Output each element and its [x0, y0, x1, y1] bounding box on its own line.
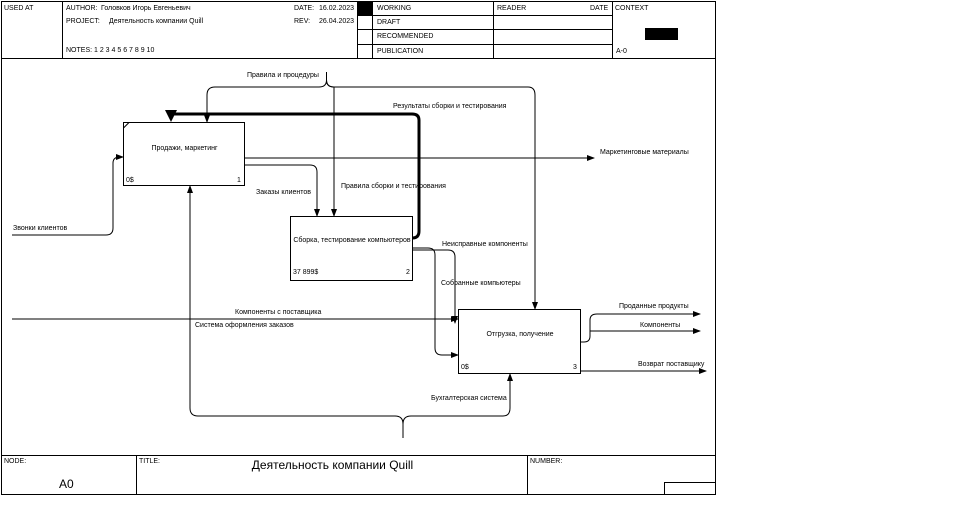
box-1-cost: 0$ [126, 177, 134, 184]
box-3-cost: 0$ [461, 364, 469, 371]
rev-label: REV: [294, 18, 311, 25]
arrow-label-supplier-return: Возврат поставщику [638, 361, 705, 368]
box-1-number: 1 [237, 177, 241, 184]
context-node: A-0 [616, 48, 627, 55]
project-label: PROJECT: [66, 18, 100, 25]
status-working: WORKING [377, 5, 412, 12]
status-publication: PUBLICATION [377, 48, 424, 55]
arrow-label-sold-products: Проданные продукты [619, 303, 689, 310]
title-label: TITLE: [139, 458, 161, 465]
node-value: A0 [59, 477, 74, 491]
arrow-label-faulty-components: Неисправные компоненты [442, 241, 528, 248]
date-value: 16.02.2023 [319, 5, 355, 12]
number-label: NUMBER: [530, 458, 563, 465]
context-box [645, 28, 678, 40]
reader-label: READER [497, 5, 527, 12]
box-2-number: 2 [406, 269, 410, 276]
reader-date-label: DATE [590, 5, 609, 12]
arrow-label-accounting: Бухгалтерская система [431, 395, 507, 402]
arrow-label-client-calls: Звонки клиентов [13, 225, 68, 232]
date-label: DATE: [294, 5, 315, 12]
box-3-number: 3 [573, 364, 577, 371]
arrow-label-assembly-rules: Правила сборки и тестирования [341, 183, 446, 190]
arrow-label-components: Компоненты [640, 322, 681, 329]
rev-value: 26.04.2023 [319, 18, 355, 25]
notes-row: NOTES: 1 2 3 4 5 6 7 8 9 10 [66, 47, 155, 54]
author-label: AUTHOR: [66, 5, 98, 12]
arrow-label-assembled-computers: Собранные компьютеры [441, 280, 521, 287]
arrow-label-marketing-materials: Маркетинговые материалы [600, 149, 689, 156]
diagram-title: Деятельность компании Quill [251, 458, 414, 472]
working-status-marker [358, 2, 372, 15]
box-2-cost: 37 899$ [293, 269, 319, 276]
status-recommended: RECOMMENDED [377, 33, 434, 40]
project-value: Деятельность компании Quill [109, 18, 204, 25]
arrow-label-rules: Правила и процедуры [247, 72, 319, 79]
node-label: NODE: [4, 458, 27, 465]
arrow-label-order-system: Система оформления заказов [195, 322, 294, 329]
used-at-label: USED AT [4, 5, 34, 12]
arrow-label-client-orders: Заказы клиентов [256, 189, 311, 196]
activity-box-1 [123, 122, 245, 186]
arrow-label-test-results: Результаты сборки и тестирования [393, 103, 507, 110]
context-label: CONTEXT [615, 5, 649, 12]
arrow-label-supplier-components: Компоненты с поставщика [235, 309, 322, 316]
status-draft: DRAFT [377, 19, 401, 26]
author-value: Головков Игорь Евгеньевич [101, 5, 191, 12]
activity-box-3 [458, 309, 581, 374]
box-1-title: Продажи, маркетинг [151, 145, 218, 152]
box-3-title: Отгрузка, получение [486, 331, 554, 338]
box-2-title: Сборка, тестирование компьютеров [293, 237, 411, 244]
